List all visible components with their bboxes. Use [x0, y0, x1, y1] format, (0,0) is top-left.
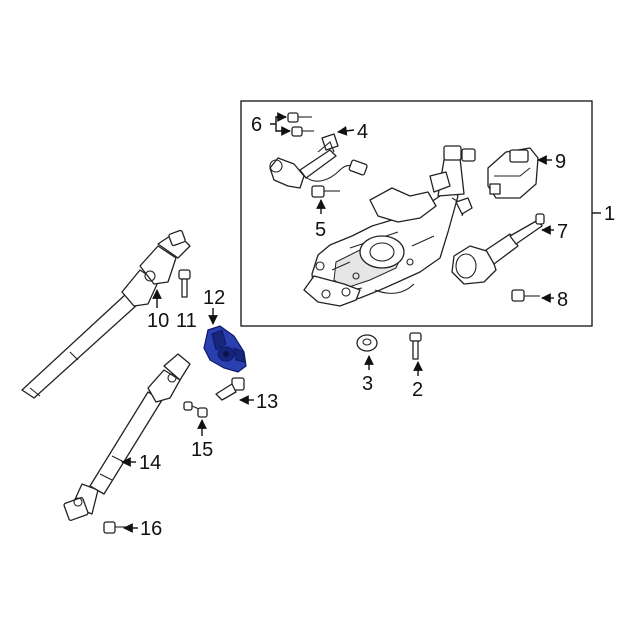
highlighted-part-12[interactable] — [203, 325, 247, 373]
bolt-16[interactable] — [103, 521, 128, 534]
callout-15: 15 — [191, 439, 213, 461]
intermediate-shaft-10[interactable] — [21, 229, 191, 399]
nut-3[interactable] — [356, 334, 378, 352]
callout-6: 6 — [251, 114, 262, 136]
callout-4-leader — [337, 126, 355, 136]
bolt-13[interactable] — [215, 377, 245, 401]
callout-10: 10 — [147, 310, 169, 332]
callout-1: 1 — [604, 203, 615, 225]
bolt-5[interactable] — [311, 185, 340, 198]
bolt-6-lower[interactable] — [291, 126, 314, 137]
lower-shaft-14[interactable] — [63, 353, 191, 521]
callout-13: 13 — [256, 391, 278, 413]
callout-7: 7 — [557, 221, 568, 243]
bolt-11[interactable] — [178, 269, 191, 298]
callout-8: 8 — [557, 289, 568, 311]
callout-6-bracket — [270, 116, 290, 131]
callout-5: 5 — [315, 219, 326, 241]
bolt-6-upper[interactable] — [287, 112, 312, 123]
callout-14: 14 — [139, 452, 161, 474]
callout-2: 2 — [412, 379, 423, 401]
callout-12: 12 — [203, 287, 225, 309]
bolt-8[interactable] — [511, 289, 540, 302]
bolt-2[interactable] — [409, 332, 422, 360]
tilt-lever-assembly[interactable] — [269, 133, 368, 189]
lock-module-9[interactable] — [487, 147, 539, 199]
steering-column[interactable] — [303, 145, 476, 307]
callout-16: 16 — [140, 518, 162, 540]
bolt-15[interactable] — [183, 401, 208, 418]
callout-4: 4 — [357, 121, 368, 143]
motor-7[interactable] — [451, 213, 545, 285]
callout-9: 9 — [555, 151, 566, 173]
callout-11: 11 — [176, 310, 197, 332]
callout-3: 3 — [362, 373, 373, 395]
